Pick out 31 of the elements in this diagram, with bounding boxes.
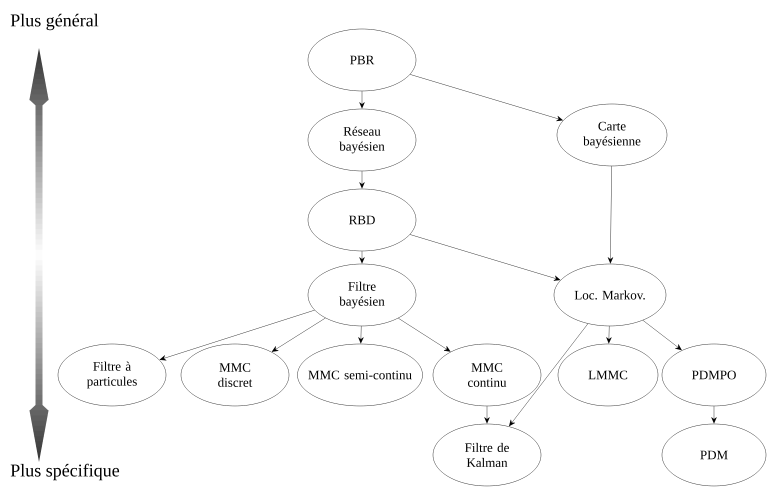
- arrow: [359, 250, 365, 264]
- arrow: [359, 91, 365, 108]
- ellipse-node: Carte bayésienne: [556, 104, 668, 166]
- scale-label: Plus spécifique: [10, 464, 120, 480]
- ellipse-node: LMMC: [558, 344, 658, 406]
- ellipse-node: Filtre à particules: [58, 344, 166, 406]
- arrow: [359, 170, 365, 188]
- ellipse-node: MMC continu: [432, 344, 542, 406]
- ellipse-node: RBD: [308, 188, 416, 252]
- arrow: [642, 320, 682, 350]
- arrow: [484, 406, 490, 424]
- ellipse-node: Filtre bayésien: [308, 264, 416, 326]
- arrow: [358, 326, 364, 344]
- ellipse-node: Loc. Markov.: [554, 264, 666, 326]
- arrow: [160, 310, 315, 360]
- arrow: [608, 166, 614, 264]
- ellipse-node: PBR: [308, 28, 416, 92]
- ellipse-node: MMC discret: [180, 344, 290, 406]
- ellipse-node: Filtre de Kalman: [432, 424, 542, 486]
- arrow: [509, 323, 588, 426]
- arrow: [711, 406, 717, 424]
- ellipse-node: PDM: [662, 424, 766, 486]
- ellipse-node: MMC semi-continu: [297, 344, 423, 406]
- ellipse-node: PDMPO: [662, 344, 766, 406]
- arrow: [606, 326, 612, 344]
- arrow: [410, 74, 563, 122]
- ellipse-node: Réseau bayésien: [308, 108, 416, 172]
- arrow: [410, 234, 560, 281]
- arrow: [272, 318, 326, 352]
- arrow: [398, 318, 451, 352]
- scale-label: Plus général: [10, 14, 98, 30]
